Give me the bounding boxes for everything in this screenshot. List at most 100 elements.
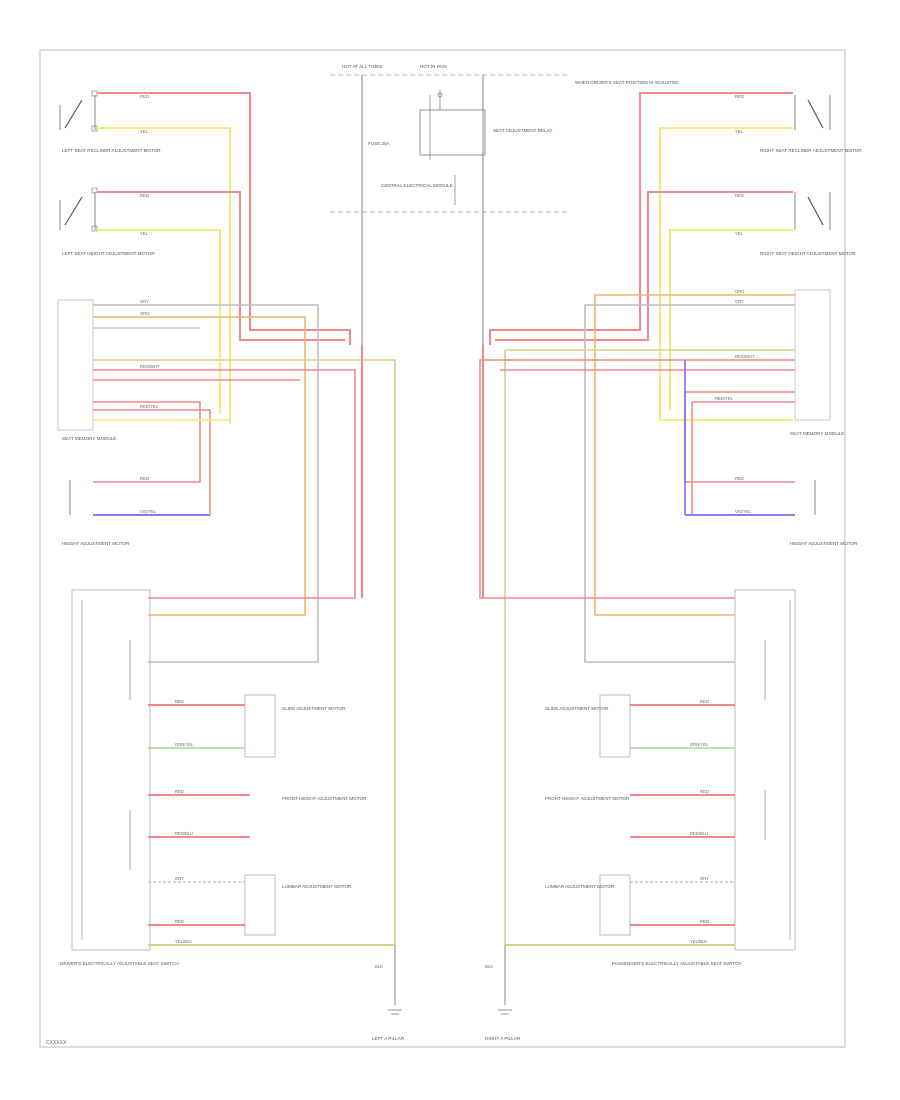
right-switch-block xyxy=(734,589,796,951)
junction-block-label: CENTRAL ELECTRICAL MODULE xyxy=(381,183,453,188)
wr-blk-rg: BLK xyxy=(485,964,493,969)
wl-red-ll: RED xyxy=(175,919,184,924)
power-section: HOT AT ALL TIMES HOT IN RUN FUSE 25A SEA… xyxy=(330,64,679,345)
wire-red-rm6 xyxy=(684,391,795,483)
left-front-motor: FRONT HEIGHT ADJUSTMENT MOTOR xyxy=(282,796,367,801)
diagram-frame xyxy=(39,49,846,1048)
wire-yel-rm3 xyxy=(504,349,795,945)
right-switch-label: PASSENGER'S ELECTRICALLY ADJUSTABLE SEAT… xyxy=(612,961,742,966)
wl-redwht-m: RED/WHT xyxy=(140,364,160,369)
wire-gry-rm2 xyxy=(584,304,795,663)
left-lumbar-motor: LUMBAR ADJUSTMENT MOTOR xyxy=(244,874,352,936)
left-slide-label: SLIDE ADJUSTMENT MOTOR xyxy=(282,706,346,711)
fuse-left-source: HOT AT ALL TIMES xyxy=(342,64,382,69)
relay-box xyxy=(419,109,486,156)
wire-red-l1 xyxy=(97,92,351,345)
wr-yel-2: YEL xyxy=(735,231,744,236)
wr-redblu-rf: RED/BLU xyxy=(690,831,708,836)
wl-red-ls: RED xyxy=(175,699,184,704)
wire-yel-lm4 xyxy=(93,359,396,945)
wr-grn-rs: GRN/YEL xyxy=(690,742,709,747)
wr-redyel-m: RED/YEL xyxy=(715,396,734,401)
right-module-label: SEAT MEMORY MODULE xyxy=(790,431,844,436)
wr-redwht-m: RED/WHT xyxy=(735,354,755,359)
wr-red-h: RED xyxy=(735,476,744,481)
right-motor-1-label: RIGHT SEAT RECLINER ADJUSTMENT MOTOR xyxy=(760,148,862,153)
fuse-right-source: HOT IN RUN xyxy=(420,64,447,69)
left-switch-block xyxy=(71,589,151,951)
wire-yel-l2 xyxy=(97,229,221,413)
right-motor-2-label: RIGHT SEAT HEIGHT ADJUSTMENT MOTOR xyxy=(760,251,856,256)
wire-gry-lm1 xyxy=(93,304,319,663)
wl-yel-1: YEL xyxy=(140,129,149,134)
wl-grn-ls: GRN/YEL xyxy=(175,742,194,747)
wl-vio-h: VIO/YEL xyxy=(140,509,157,514)
wire-red-r1 xyxy=(489,92,793,345)
wire-yel-l1 xyxy=(97,127,231,423)
ground-symbols xyxy=(388,1009,512,1015)
right-motor-1: RIGHT SEAT RECLINER ADJUSTMENT MOTOR xyxy=(760,95,862,153)
left-module-body xyxy=(57,299,94,431)
left-motor-1-label: LEFT SEAT RECLINER ADJUSTMENT MOTOR xyxy=(62,148,161,153)
left-lumbar-label: LUMBAR ADJUSTMENT MOTOR xyxy=(282,884,352,889)
left-height-label: HEIGHT ADJUSTMENT MOTOR xyxy=(62,541,130,546)
wl-yel-2: YEL xyxy=(140,231,149,236)
right-front-label: FRONT HEIGHT ADJUSTMENT MOTOR xyxy=(545,796,630,801)
wr-red-rs: RED xyxy=(700,699,709,704)
right-lumbar-label: LUMBAR ADJUSTMENT MOTOR xyxy=(545,884,615,889)
wire-red-lm7 xyxy=(93,401,201,483)
right-module-body xyxy=(794,289,831,421)
wr-red-2: RED xyxy=(735,193,744,198)
wire-yel-r2 xyxy=(669,229,793,410)
wl-redyel-m: RED/YEL xyxy=(140,404,159,409)
wire-red-r2 xyxy=(495,191,793,341)
right-height-label: HEIGHT ADJUSTMENT MOTOR xyxy=(790,541,858,546)
right-side: RIGHT SEAT RECLINER ADJUSTMENT MOTOR RED… xyxy=(479,92,862,1041)
wire-red-l2 xyxy=(97,191,345,341)
wire-org-lm2 xyxy=(93,316,306,616)
wl-org-m: ORG xyxy=(140,311,150,316)
right-front-motor: FRONT HEIGHT ADJUSTMENT MOTOR xyxy=(545,796,630,801)
right-slide-motor: SLIDE ADJUSTMENT MOTOR xyxy=(545,694,631,758)
wr-org-m: ORG xyxy=(735,289,745,294)
wr-yel-1: YEL xyxy=(735,129,744,134)
left-module-label: SEAT MEMORY MODULE xyxy=(62,436,116,441)
wl-blk-lg: BLK xyxy=(375,964,383,969)
left-switch-label: DRIVER'S ELECTRICALLY ADJUSTABLE SEAT SW… xyxy=(60,961,179,966)
wr-yelblk-rl: YEL/BLK xyxy=(690,939,707,944)
left-motor-1: LEFT SEAT RECLINER ADJUSTMENT MOTOR xyxy=(59,90,161,153)
wr-gry-m: GRY xyxy=(735,299,744,304)
wl-gry-ll: GRY xyxy=(175,876,184,881)
right-slide-label: SLIDE ADJUSTMENT MOTOR xyxy=(545,706,609,711)
wr-red-rf: RED xyxy=(700,789,709,794)
wire-red-lm5 xyxy=(93,369,356,599)
wr-red-rl: RED xyxy=(700,919,709,924)
footer-code: CXXXXX xyxy=(46,1040,67,1046)
wire-red-rm7 xyxy=(691,401,795,515)
wl-red-h: RED xyxy=(140,476,149,481)
note-top-right: WHEN DRIVER'S SEAT POSITION IS ADJUSTED xyxy=(575,80,679,85)
left-motor-2-label: LEFT SEAT HEIGHT ADJUSTMENT MOTOR xyxy=(62,251,155,256)
wire-org-rm1 xyxy=(594,294,795,616)
left-motor-2: LEFT SEAT HEIGHT ADJUSTMENT MOTOR xyxy=(59,187,155,256)
wl-redblu-lf: RED/BLU xyxy=(175,831,193,836)
wr-red-1: RED xyxy=(735,94,744,99)
left-side: LEFT SEAT RECLINER ADJUSTMENT MOTOR RED … xyxy=(57,90,405,1041)
right-lumbar-motor: LUMBAR ADJUSTMENT MOTOR xyxy=(545,874,631,936)
wire-yel-r1 xyxy=(659,127,793,421)
ground-left: LEFT A PILLAR xyxy=(372,1036,405,1041)
ground-right: RIGHT A PILLAR xyxy=(485,1036,521,1041)
wire-red-lm8 xyxy=(93,409,211,516)
wire-red-rm4 xyxy=(479,359,795,599)
right-motor-2: RIGHT SEAT HEIGHT ADJUSTMENT MOTOR xyxy=(760,192,856,256)
wr-gry-rl: GRY xyxy=(700,876,709,881)
left-front-label: FRONT HEIGHT ADJUSTMENT MOTOR xyxy=(282,796,367,801)
fuse-left-label: FUSE 25A xyxy=(368,141,391,146)
wl-gry-m: GRY xyxy=(140,299,149,304)
relay-label: SEAT ADJUSTMENT RELAY xyxy=(493,128,552,133)
wr-vio-h: VIO/YEL xyxy=(735,509,752,514)
wl-yelblk-ll: YEL/BLK xyxy=(175,939,192,944)
wl-red-1: RED xyxy=(140,94,149,99)
wl-red-2: RED xyxy=(140,193,149,198)
